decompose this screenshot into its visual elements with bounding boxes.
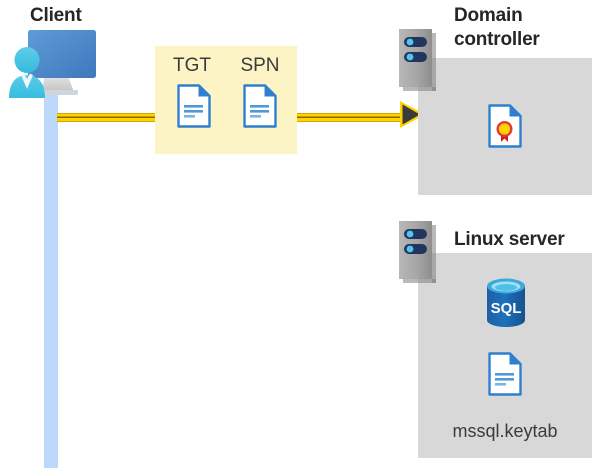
certificate-document-icon — [488, 104, 522, 148]
client-lifeline — [44, 60, 58, 468]
tgt-label: TGT — [173, 55, 211, 76]
domain-controller-label-line1: Domain — [454, 5, 523, 26]
server-rack-icon — [399, 29, 436, 96]
linux-server-label: Linux server — [454, 229, 565, 250]
document-icon — [177, 84, 211, 128]
arrow-right-icon — [399, 100, 427, 130]
client-label: Client — [30, 5, 82, 26]
sql-database-icon: SQL — [484, 277, 528, 329]
connector-line-left — [57, 113, 157, 122]
spn-label: SPN — [240, 55, 280, 76]
server-rack-icon — [399, 221, 436, 288]
connector-line-right — [297, 113, 407, 122]
domain-controller-label-line2: controller — [454, 29, 540, 50]
user-computer-icon — [6, 27, 100, 99]
document-icon — [243, 84, 277, 128]
document-icon — [488, 352, 522, 396]
svg-text:SQL: SQL — [491, 300, 522, 317]
keytab-file-caption: mssql.keytab — [452, 421, 558, 441]
